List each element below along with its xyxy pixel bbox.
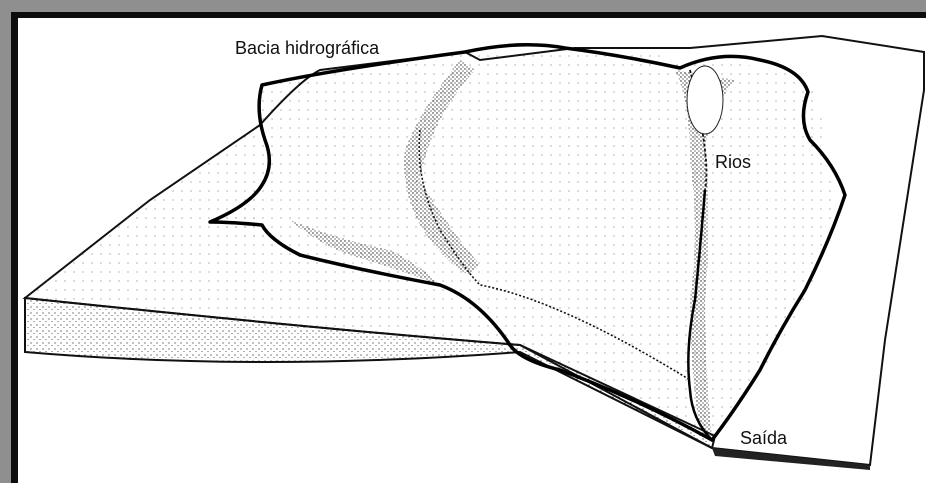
rivers-label: Rios (715, 152, 751, 172)
terrain-front-right-edge (712, 448, 870, 470)
basin-label: Bacia hidrográfica (235, 38, 380, 58)
outlet-label: Saída (740, 428, 788, 448)
watershed-area-shading (210, 48, 832, 441)
river-source-lobe (687, 66, 723, 134)
